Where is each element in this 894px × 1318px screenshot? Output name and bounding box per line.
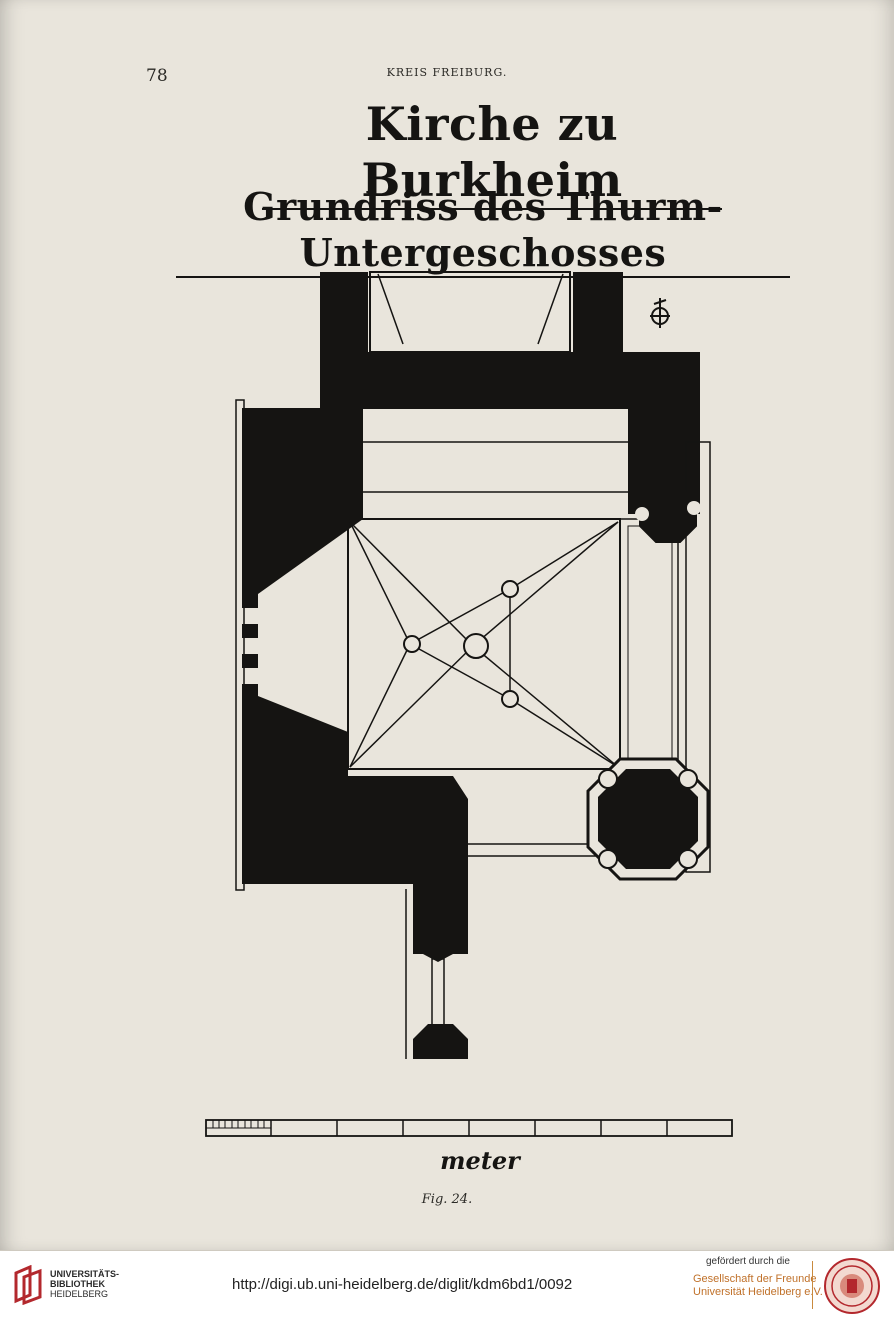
figure-caption: Fig. 24. bbox=[421, 1192, 473, 1207]
plan-stair-block bbox=[413, 884, 468, 962]
plan-pillar-south bbox=[586, 757, 710, 881]
plan-stair-foot bbox=[413, 1024, 468, 1059]
library-name: UNIVERSITÄTS- BIBLIOTHEK HEIDELBERG bbox=[50, 1269, 119, 1299]
plan-inner-frame-top bbox=[369, 271, 571, 353]
scale-label: meter bbox=[440, 1146, 520, 1175]
university-library-logo-icon[interactable] bbox=[12, 1265, 46, 1305]
running-head: KREIS FREIBURG. bbox=[386, 66, 508, 79]
permalink-url[interactable]: http://digi.ub.uni-heidelberg.de/diglit/… bbox=[232, 1276, 573, 1293]
plan-pillar-north bbox=[635, 485, 701, 543]
figure-title: Kirche zu Burkheim bbox=[262, 96, 722, 210]
university-seal-icon[interactable] bbox=[823, 1257, 881, 1315]
sponsor-name[interactable]: Gesellschaft der Freunde Universität Hei… bbox=[693, 1273, 823, 1299]
page-number: 78 bbox=[146, 66, 168, 86]
library-name-line-1: UNIVERSITÄTS- bbox=[50, 1269, 120, 1279]
figure-subtitle: Grundriss des Thurm-Untergeschosses bbox=[176, 184, 790, 278]
library-name-line-2: BIBLIOTHEK bbox=[50, 1279, 105, 1289]
plan-rib-vault bbox=[349, 521, 619, 768]
stonemason-mark-icon bbox=[650, 298, 670, 328]
scanned-page: 78 KREIS FREIBURG. Kirche zu Burkheim Gr… bbox=[146, 66, 790, 1207]
plan-window-slot-3 bbox=[242, 654, 258, 668]
sponsor-label: gefördert durch die bbox=[706, 1256, 790, 1267]
plan-keystone-center bbox=[463, 633, 489, 659]
library-name-line-3: HEIDELBERG bbox=[50, 1289, 109, 1299]
floor-plan-drawing bbox=[235, 271, 711, 1059]
plan-keystone-north bbox=[501, 580, 519, 598]
plan-window-slot-1 bbox=[242, 594, 258, 608]
plan-wall-top bbox=[320, 272, 700, 514]
sponsor-name-line-2: Universität Heidelberg e.V. bbox=[693, 1286, 823, 1298]
plan-window-slot-2 bbox=[242, 624, 258, 638]
footer-bar: UNIVERSITÄTS- BIBLIOTHEK HEIDELBERG http… bbox=[0, 1250, 894, 1318]
plan-wall-west bbox=[242, 408, 363, 594]
footer-divider bbox=[812, 1261, 813, 1309]
plan-wall-southwest bbox=[242, 696, 468, 954]
plan-keystone-south bbox=[501, 690, 519, 708]
scale-bar bbox=[205, 1119, 733, 1137]
plan-keystone-west bbox=[403, 635, 421, 653]
sponsor-name-line-1: Gesellschaft der Freunde bbox=[693, 1273, 817, 1285]
plan-window-slot-4 bbox=[242, 684, 258, 696]
